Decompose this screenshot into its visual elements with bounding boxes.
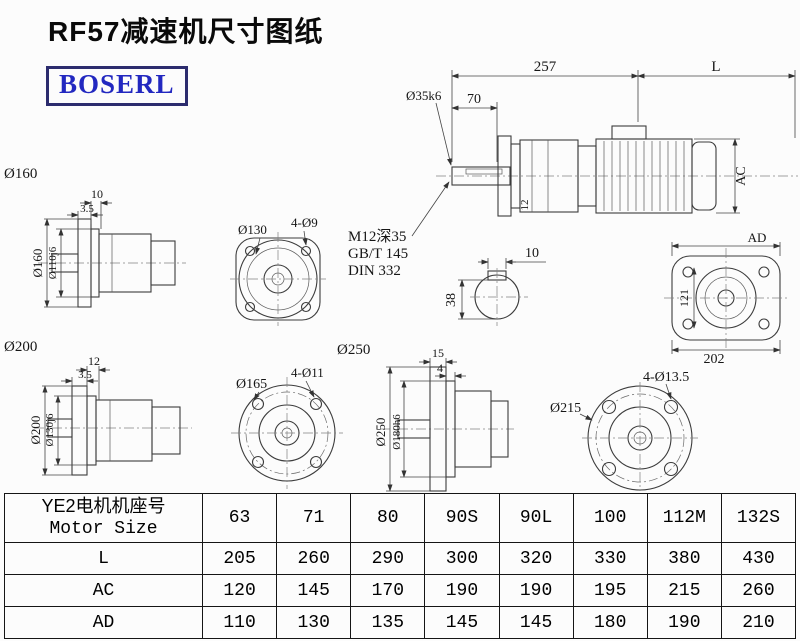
motor-size-label-en: Motor Size [49, 519, 158, 539]
size-header-cell: 63 [201, 493, 278, 543]
note-din-standard: DIN 332 [348, 263, 401, 279]
value-cell: 135 [350, 606, 426, 639]
value-cell: 210 [720, 606, 797, 639]
dim-label-257: 257 [534, 59, 557, 75]
dim-label-3-5: 3.5 [80, 203, 94, 215]
dim-label-121: 121 [677, 289, 691, 307]
view-bolt-circle-165: Ø165 4-Ø11 [231, 365, 343, 489]
view-flange-200: Ø200 12 3.5 Ø200 Ø130j6 [4, 339, 192, 476]
size-header-cell: 80 [350, 493, 426, 543]
dim-label-pilot-180: Ø180h6 [391, 414, 403, 450]
dim-label-circle-165: Ø165 [236, 377, 267, 392]
brand-logo: BOSERL [46, 66, 188, 106]
value-cell: 215 [646, 574, 722, 607]
section-label-160: Ø160 [4, 166, 37, 182]
dim-label-38: 38 [444, 293, 459, 307]
value-cell: 430 [720, 542, 797, 575]
dim-label-3-5b: 3.5 [78, 369, 92, 381]
dim-label-ac: AC [734, 166, 749, 185]
value-cell: 260 [276, 542, 352, 575]
value-cell: 290 [350, 542, 426, 575]
table-row-ac: AC 120 145 170 190 190 195 215 260 [4, 574, 797, 607]
page-title: RF57减速机尺寸图纸 [48, 16, 324, 47]
note-tapped-hole: M12深35 [348, 228, 406, 245]
section-label-250: Ø250 [337, 342, 370, 358]
dim-label-10: 10 [91, 187, 103, 201]
dim-label-shaft-dia: Ø35k6 [406, 88, 442, 103]
value-cell: 170 [350, 574, 426, 607]
value-cell: 145 [498, 606, 574, 639]
table-row-l: L 205 260 290 300 320 330 380 430 [4, 542, 797, 575]
dim-label-pilot-130: Ø130j6 [44, 413, 56, 447]
section-label-200: Ø200 [4, 339, 37, 355]
row-label-cell: AD [4, 606, 203, 639]
value-cell: 145 [276, 574, 352, 607]
brand-logo-text: BOSERL [59, 69, 175, 99]
dimension-drawings: 257 L 70 Ø35k6 AC 12 M12深35 GB/T 145 DIN… [4, 59, 798, 492]
row-label-cell: AC [4, 574, 203, 607]
table-row-ad: AD 110 130 135 145 145 180 190 210 [4, 606, 797, 639]
dim-label-circle-130: Ø130 [238, 222, 267, 237]
value-cell: 120 [201, 574, 278, 607]
value-cell: 300 [424, 542, 500, 575]
dim-label-outer-250: Ø250 [373, 418, 388, 447]
dim-label-holes-4d13-5: 4-Ø13.5 [643, 370, 689, 385]
dim-label-key-10: 10 [525, 246, 539, 261]
dim-label-12: 12 [519, 200, 531, 211]
dim-label-70: 70 [467, 92, 481, 107]
dim-label-ad: AD [748, 230, 767, 245]
value-cell: 330 [572, 542, 648, 575]
view-bolt-circle-130: Ø130 4-Ø9 [230, 215, 326, 326]
size-header-cell: 132S [720, 493, 797, 543]
dim-label-4: 4 [437, 361, 443, 375]
note-gb-standard: GB/T 145 [348, 246, 408, 262]
value-cell: 190 [646, 606, 722, 639]
dim-label-pilot-110: Ø110j6 [47, 246, 59, 279]
dim-label-holes-4d11: 4-Ø11 [291, 365, 324, 380]
view-main-assembly: 257 L 70 Ø35k6 AC 12 M12深35 GB/T 145 DIN… [348, 59, 798, 279]
value-cell: 380 [646, 542, 722, 575]
motor-size-label-zh: YE2电机机座号 [41, 496, 166, 516]
size-header-cell: 100 [572, 493, 648, 543]
value-cell: 190 [498, 574, 574, 607]
dim-label-holes-4d9: 4-Ø9 [291, 215, 318, 230]
value-cell: 110 [201, 606, 278, 639]
value-cell: 145 [424, 606, 500, 639]
view-motor-end-ad: AD 121 202 [664, 230, 788, 367]
dim-label-L: L [711, 59, 720, 75]
view-flange-250: Ø250 15 4 Ø250 Ø180h6 [337, 342, 514, 492]
dim-label-202: 202 [704, 352, 725, 367]
size-header-cell: 90L [498, 493, 574, 543]
value-cell: 260 [720, 574, 797, 607]
size-header-cell: 90S [424, 493, 500, 543]
view-bolt-circle-215: Ø215 4-Ø13.5 [550, 370, 698, 491]
size-header-cell: 112M [646, 493, 722, 543]
dim-label-12b: 12 [88, 354, 100, 368]
value-cell: 320 [498, 542, 574, 575]
table-header-row: YE2电机机座号 Motor Size 63 71 80 90S 90L 100… [4, 493, 797, 543]
dimension-table: YE2电机机座号 Motor Size 63 71 80 90S 90L 100… [4, 493, 797, 639]
dim-label-outer-160: Ø160 [30, 249, 45, 278]
dim-label-outer-200: Ø200 [28, 416, 43, 445]
view-flange-160: Ø160 10 3.5 Ø160 Ø110j6 [4, 166, 186, 308]
value-cell: 205 [201, 542, 278, 575]
view-shaft-section: 10 38 [444, 246, 546, 326]
value-cell: 130 [276, 606, 352, 639]
value-cell: 195 [572, 574, 648, 607]
dim-label-15: 15 [432, 346, 444, 360]
value-cell: 180 [572, 606, 648, 639]
size-header-cell: 71 [276, 493, 352, 543]
motor-size-header-cell: YE2电机机座号 Motor Size [4, 493, 203, 543]
row-label-cell: L [4, 542, 203, 575]
dim-label-circle-215: Ø215 [550, 401, 581, 416]
value-cell: 190 [424, 574, 500, 607]
